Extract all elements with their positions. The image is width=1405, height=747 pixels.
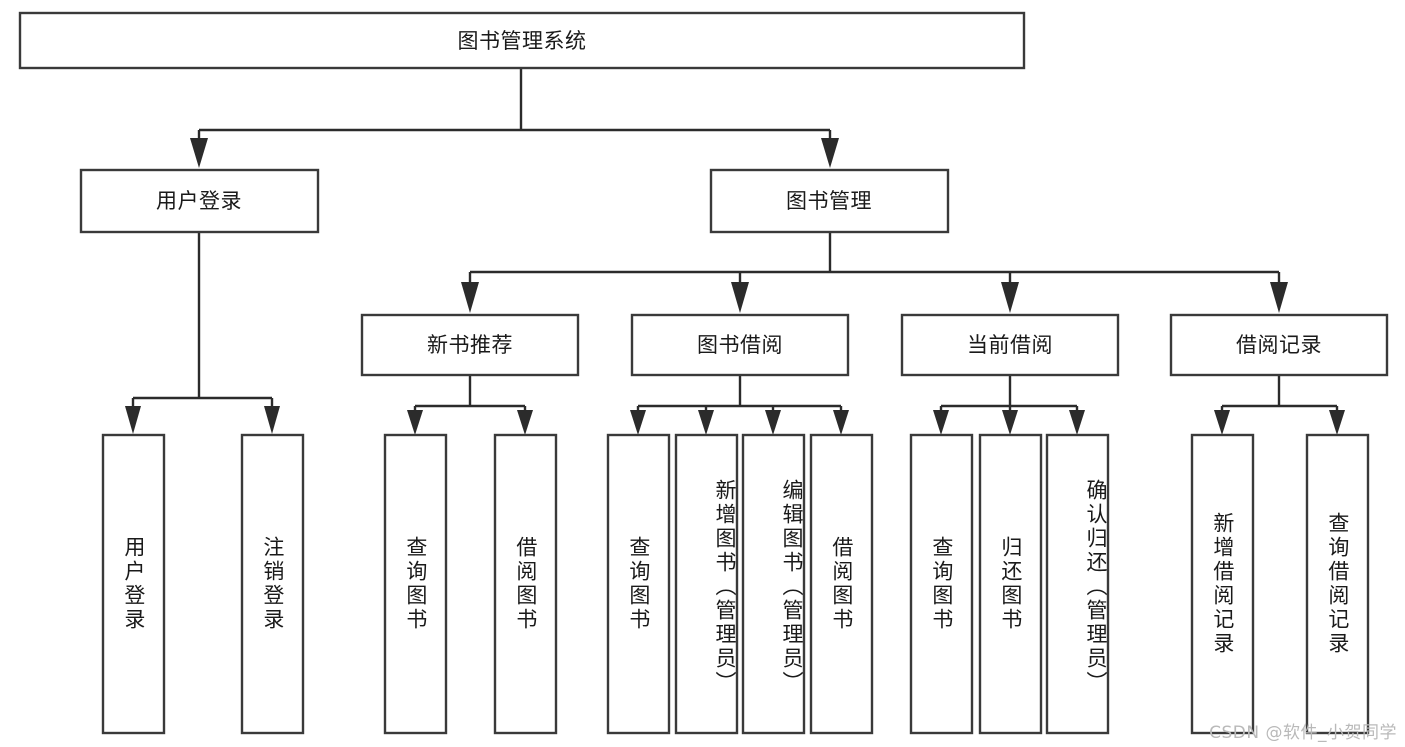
arrow-head-icon xyxy=(1329,410,1345,435)
arrow-head-icon xyxy=(933,410,949,435)
node-book-manage[interactable]: 图书管理 xyxy=(709,168,950,234)
leaf-borrow-book-1-box[interactable] xyxy=(493,433,558,735)
leaf-confirm-return-box[interactable] xyxy=(1045,433,1110,735)
node-book-manage-box[interactable] xyxy=(709,168,950,234)
leaf-query-book-3-box[interactable] xyxy=(909,433,974,735)
connector-root-to-level2 xyxy=(190,68,839,168)
node-book-manage-label: 图书管理 xyxy=(786,189,872,213)
node-book-borrow[interactable]: 图书借阅 xyxy=(630,313,850,377)
arrow-head-icon xyxy=(1214,410,1230,435)
node-new-book-rec-box[interactable] xyxy=(360,313,580,377)
leaf-query-book-2-box[interactable] xyxy=(606,433,671,735)
node-borrow-record-label: 借阅记录 xyxy=(1236,333,1322,357)
node-new-book-rec[interactable]: 新书推荐 xyxy=(360,313,580,377)
leaf-query-book-1-box[interactable] xyxy=(383,433,448,735)
arrow-head-icon xyxy=(1069,410,1085,435)
node-book-borrow-box[interactable] xyxy=(630,313,850,377)
node-new-book-rec-label: 新书推荐 xyxy=(427,333,513,357)
node-root-label: 图书管理系统 xyxy=(458,29,587,53)
node-user-login-box[interactable] xyxy=(79,168,320,234)
leaf-edit-book-box[interactable] xyxy=(741,433,806,735)
node-current-borrow-box[interactable] xyxy=(900,313,1120,377)
node-current-borrow[interactable]: 当前借阅 xyxy=(900,313,1120,377)
connector-currentborrow-to-leaves xyxy=(933,375,1085,435)
connector-newbookrec-to-leaves xyxy=(407,375,533,435)
arrow-head-icon xyxy=(190,138,208,168)
arrow-head-icon xyxy=(698,410,714,435)
node-user-login-label: 用户登录 xyxy=(156,189,242,213)
node-root[interactable]: 图书管理系统 xyxy=(18,11,1026,70)
node-current-borrow-label: 当前借阅 xyxy=(967,333,1053,357)
arrow-head-icon xyxy=(731,282,749,313)
connector-userlogin-to-leaves xyxy=(125,232,280,434)
arrow-head-icon xyxy=(1270,282,1288,313)
leaf-query-record-box[interactable] xyxy=(1305,433,1370,735)
arrow-head-icon xyxy=(407,410,423,435)
arrow-head-icon xyxy=(517,410,533,435)
leaf-add-book-box[interactable] xyxy=(674,433,739,735)
csdn-watermark: CSDN @软件_小贺同学 xyxy=(1209,723,1397,743)
node-borrow-record[interactable]: 借阅记录 xyxy=(1169,313,1389,377)
arrow-head-icon xyxy=(461,282,479,313)
arrow-head-icon xyxy=(1002,410,1018,435)
leaf-boxes xyxy=(101,433,1370,735)
arrow-head-icon xyxy=(833,410,849,435)
arrow-head-icon xyxy=(264,406,280,434)
arrow-head-icon xyxy=(125,406,141,434)
arrow-head-icon xyxy=(1001,282,1019,313)
connector-bookmanage-to-level3 xyxy=(461,232,1288,313)
arrow-head-icon xyxy=(630,410,646,435)
node-user-login[interactable]: 用户登录 xyxy=(79,168,320,234)
arrow-head-icon xyxy=(821,138,839,168)
leaf-borrow-book-2-box[interactable] xyxy=(809,433,874,735)
connector-borrowrecord-to-leaves xyxy=(1214,375,1345,435)
leaf-return-book-box[interactable] xyxy=(978,433,1043,735)
leaf-add-record-box[interactable] xyxy=(1190,433,1255,735)
arrow-head-icon xyxy=(765,410,781,435)
leaf-user-logout-box[interactable] xyxy=(240,433,305,735)
node-book-borrow-label: 图书借阅 xyxy=(697,333,783,357)
connector-bookborrow-to-leaves xyxy=(630,375,849,435)
leaf-user-login-box[interactable] xyxy=(101,433,166,735)
node-borrow-record-box[interactable] xyxy=(1169,313,1389,377)
node-root-box[interactable] xyxy=(18,11,1026,70)
